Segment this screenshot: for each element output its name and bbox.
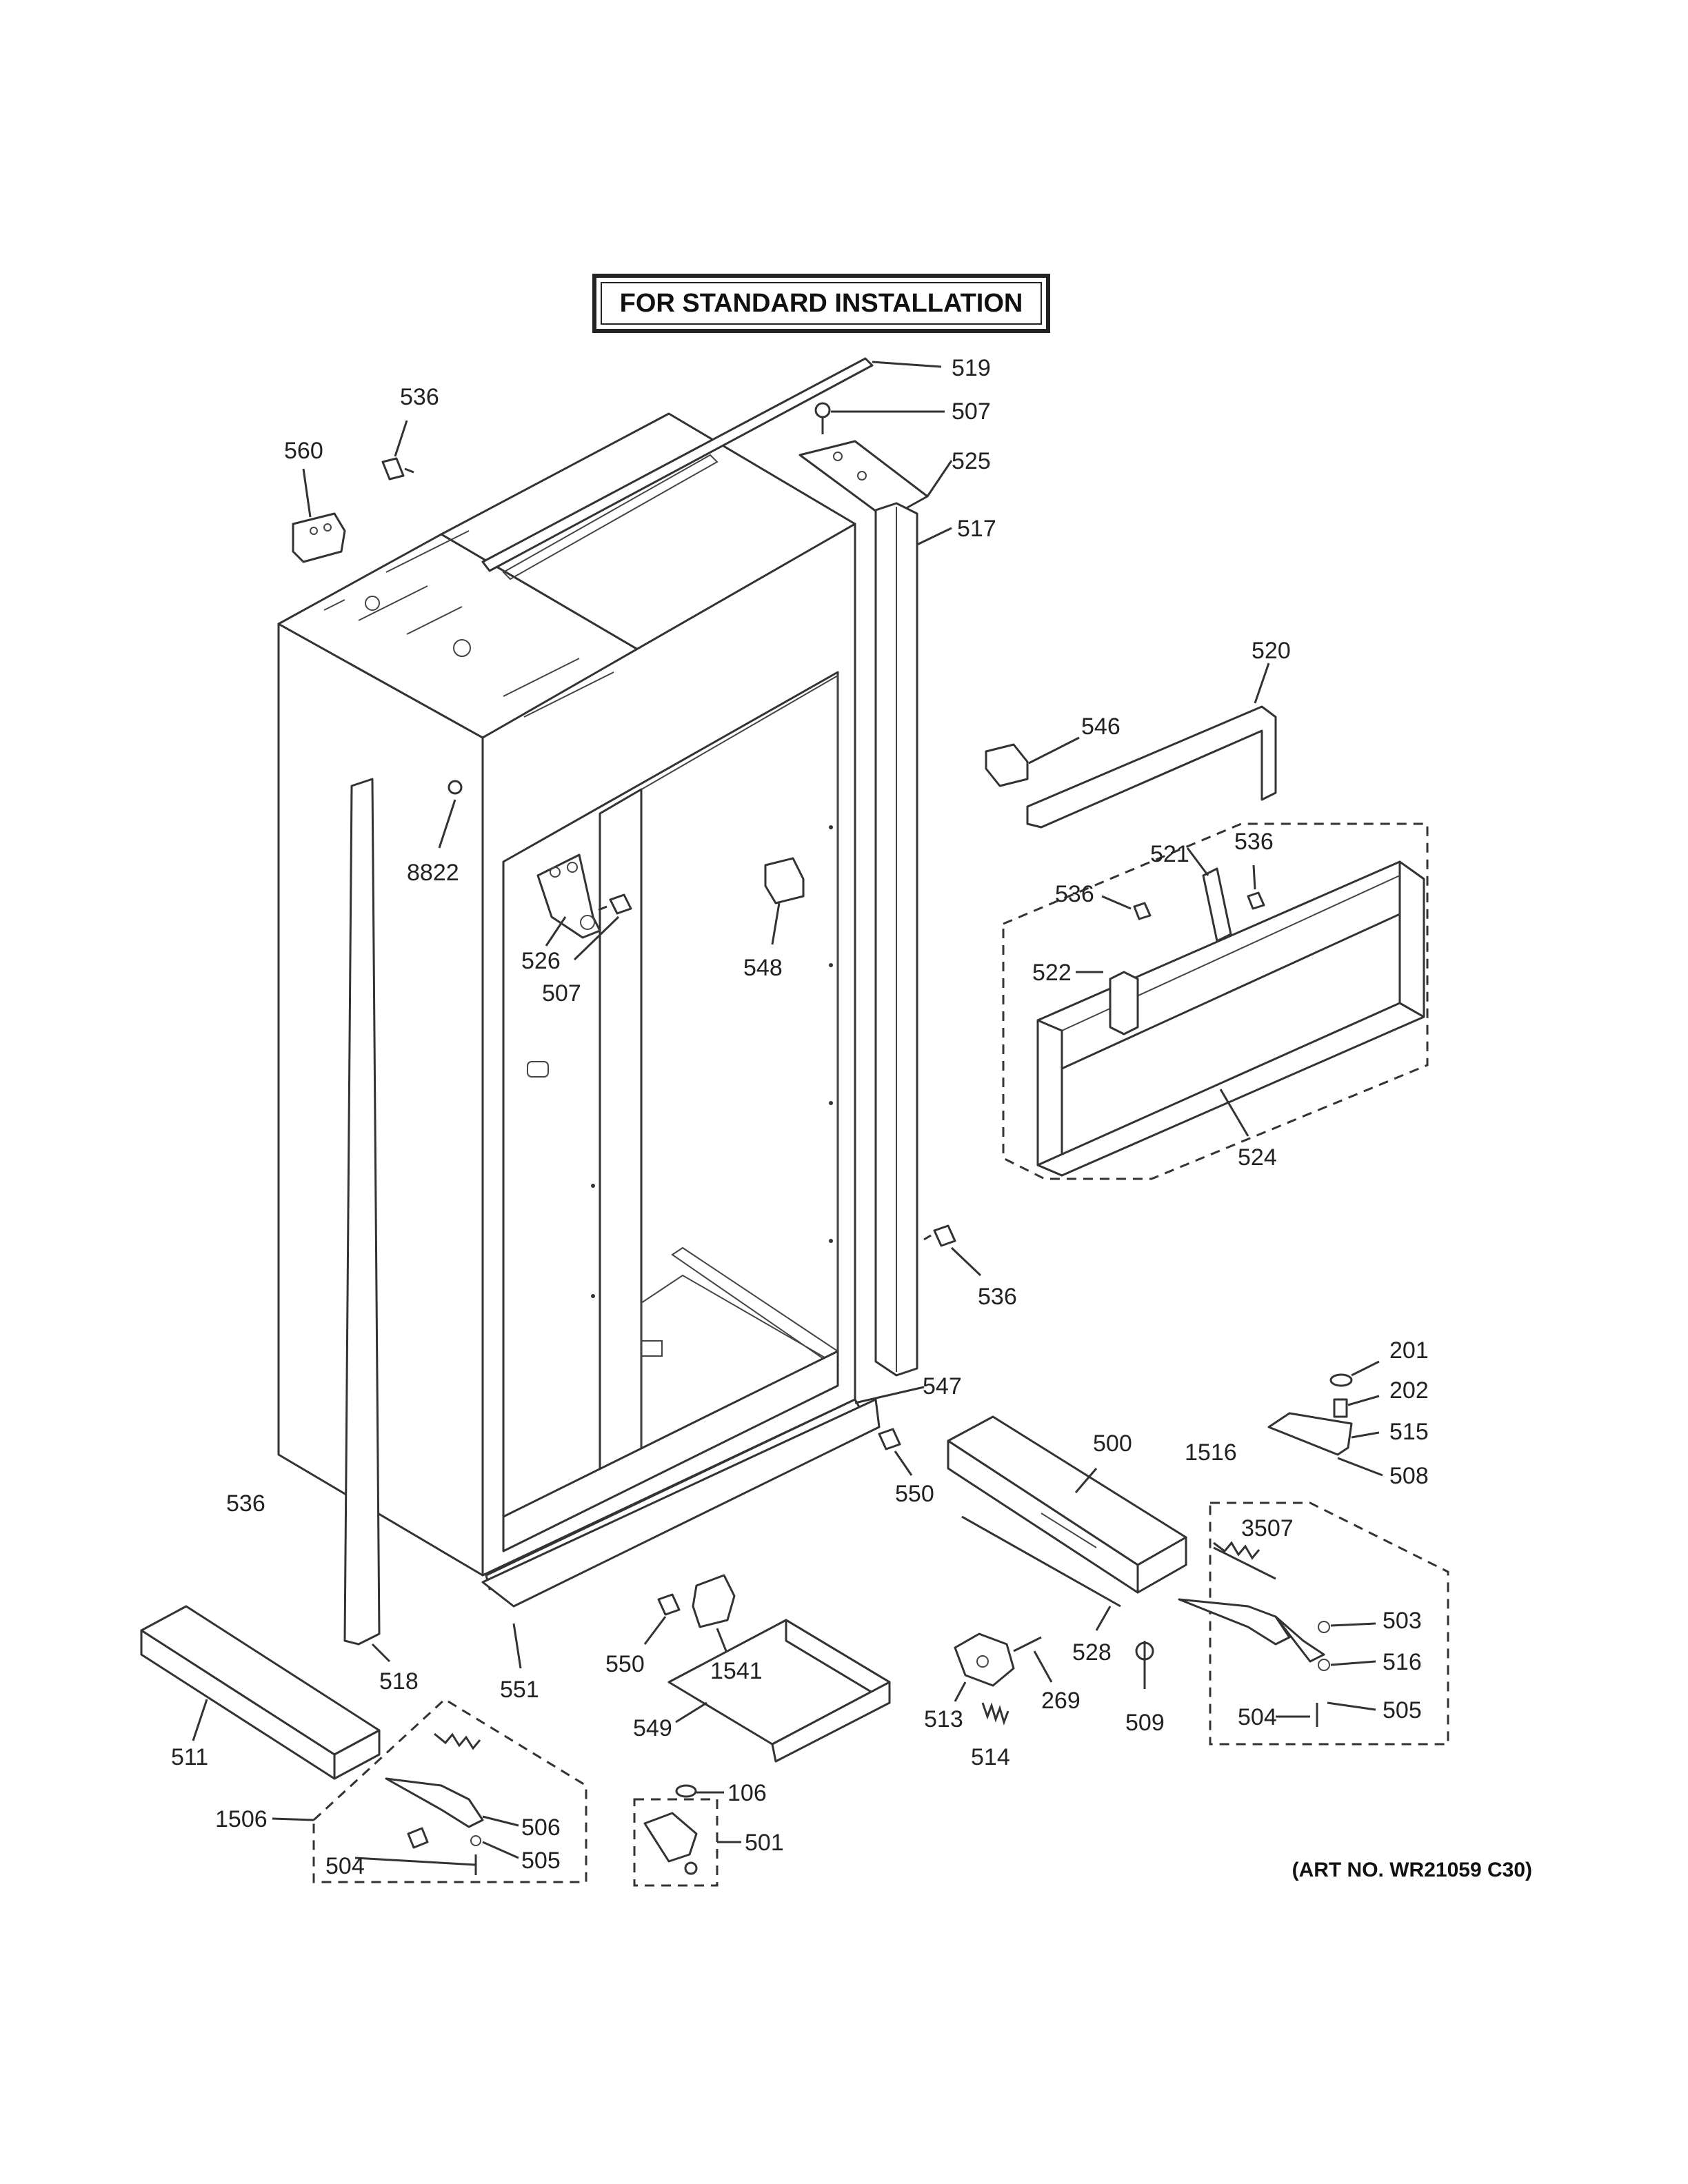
callout-526: 526 <box>521 948 561 974</box>
callout-202: 202 <box>1389 1377 1429 1404</box>
callout-536: 536 <box>978 1284 1017 1310</box>
handle-521 <box>1186 847 1232 942</box>
callout-106: 106 <box>727 1780 767 1806</box>
callout-536: 536 <box>1055 881 1094 907</box>
kick-strip <box>481 1398 881 1669</box>
callout-536: 536 <box>226 1490 265 1517</box>
bracket-560 <box>292 468 346 563</box>
switch-548 <box>764 857 805 945</box>
callout-516: 516 <box>1383 1649 1422 1675</box>
screw-icon <box>643 1593 681 1645</box>
top-trim-strip <box>481 357 942 572</box>
callout-1541: 1541 <box>710 1658 763 1684</box>
screw-icon <box>878 1428 913 1476</box>
right-vertical-trim <box>874 502 952 1377</box>
callout-504: 504 <box>1238 1704 1277 1730</box>
callout-3507: 3507 <box>1241 1515 1294 1541</box>
callout-503: 503 <box>1383 1608 1422 1634</box>
hinge-bottom-group <box>633 1784 741 1887</box>
bolt-509 <box>1135 1641 1154 1689</box>
callout-521: 521 <box>1150 841 1189 867</box>
hinge-top-right <box>1267 1360 1383 1477</box>
callout-8822: 8822 <box>407 860 459 886</box>
callout-551: 551 <box>500 1677 539 1703</box>
pin-269 <box>1013 1636 1053 1683</box>
screw-icon <box>814 402 945 434</box>
transformer-1541 <box>692 1574 736 1655</box>
callout-522: 522 <box>1032 960 1072 986</box>
rod-528 <box>961 1515 1121 1631</box>
callout-524: 524 <box>1238 1144 1277 1171</box>
motor-513 <box>954 1632 1015 1702</box>
callout-504: 504 <box>325 1853 365 1879</box>
control-box-500 <box>947 1415 1187 1594</box>
callout-201: 201 <box>1389 1337 1429 1364</box>
inner-hinge <box>536 853 601 947</box>
door-closer-group-right <box>1178 1502 1449 1746</box>
title-box: FOR STANDARD INSTALLATION <box>592 274 1050 333</box>
callout-514: 514 <box>971 1744 1010 1770</box>
control-box-511 <box>140 1605 381 1780</box>
door-closer-group-left <box>272 1698 587 1883</box>
callout-509: 509 <box>1125 1710 1165 1736</box>
callout-506: 506 <box>521 1814 561 1841</box>
callout-549: 549 <box>633 1715 672 1741</box>
callout-501: 501 <box>745 1830 784 1856</box>
callout-520: 520 <box>1252 638 1291 664</box>
callout-505: 505 <box>1383 1697 1422 1723</box>
callout-517: 517 <box>957 516 996 542</box>
screw-icon <box>381 420 414 481</box>
callout-1516: 1516 <box>1185 1439 1237 1466</box>
screw-icon <box>573 893 632 961</box>
spring-icon <box>981 1702 1009 1726</box>
callout-500: 500 <box>1093 1430 1132 1457</box>
latch-522 <box>1076 971 1139 1035</box>
callout-525: 525 <box>952 448 991 474</box>
callout-547: 547 <box>923 1373 962 1399</box>
callout-1506: 1506 <box>215 1806 268 1832</box>
callout-548: 548 <box>743 955 783 981</box>
callout-536: 536 <box>400 384 439 410</box>
diagram-title: FOR STANDARD INSTALLATION <box>620 289 1023 318</box>
callout-269: 269 <box>1041 1688 1081 1714</box>
callout-513: 513 <box>924 1706 963 1732</box>
screw-icon <box>1101 895 1152 920</box>
drip-tray <box>667 1619 891 1763</box>
switch-546 <box>985 736 1080 787</box>
left-vertical-trim <box>343 778 391 1663</box>
screw-icon <box>438 780 463 849</box>
callout-511: 511 <box>171 1744 208 1770</box>
callout-546: 546 <box>1081 714 1121 740</box>
callout-518: 518 <box>379 1668 419 1695</box>
callout-550: 550 <box>605 1651 645 1677</box>
screw-icon <box>923 1224 982 1277</box>
callout-528: 528 <box>1072 1639 1112 1666</box>
callout-505: 505 <box>521 1848 561 1874</box>
callout-550: 550 <box>895 1481 934 1507</box>
bracket-520 <box>1026 663 1277 829</box>
callout-560: 560 <box>284 438 323 464</box>
screw-icon <box>1247 865 1265 910</box>
callout-508: 508 <box>1389 1463 1429 1489</box>
callout-labels: 519 507 525 517 536 560 520 546 8822 526… <box>171 355 1429 1879</box>
callout-536: 536 <box>1234 829 1274 855</box>
callout-507: 507 <box>542 980 581 1007</box>
hinge-plate-top <box>798 440 953 515</box>
callout-519: 519 <box>952 355 991 381</box>
callout-515: 515 <box>1389 1419 1429 1445</box>
callout-507: 507 <box>952 398 991 425</box>
art-number: (ART NO. WR21059 C30) <box>1292 1859 1532 1881</box>
